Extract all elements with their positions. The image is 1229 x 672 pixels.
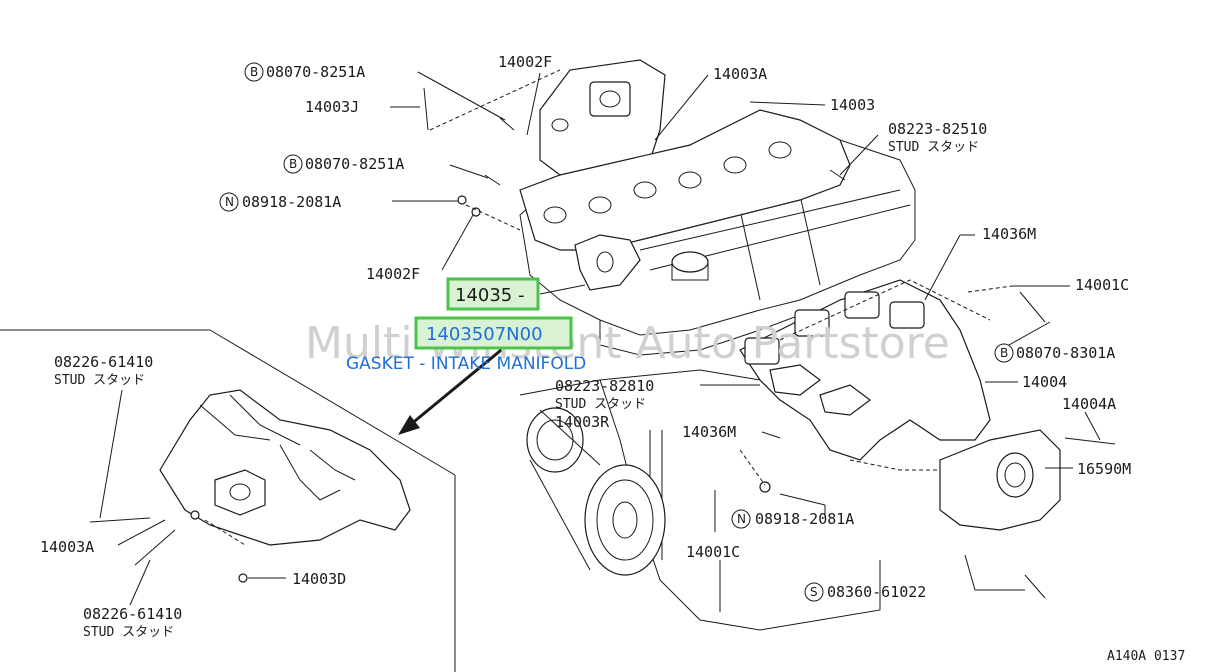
- callout-08918-2081A-top: 08918-2081A: [242, 193, 341, 211]
- callout-14004A: 14004A: [1062, 395, 1116, 413]
- callout-14003A-top: 14003A: [713, 65, 767, 83]
- figure-code: A140A 0137: [1107, 649, 1185, 664]
- callout-14002F-mid: 14002F: [366, 265, 420, 283]
- callout-14001C-bot: 14001C: [686, 543, 740, 561]
- callout-stud-4: STUD スタッド: [83, 625, 174, 640]
- callout-08223-82810: 08223-82810: [555, 377, 654, 395]
- callout-14003J: 14003J: [305, 98, 359, 116]
- cylinder-head-top: [519, 59, 851, 291]
- callout-08226-61410-top: 08226-61410: [54, 353, 153, 371]
- symbol-n-top: N: [225, 195, 234, 209]
- callout-08360-61022: 08360-61022: [827, 583, 926, 601]
- symbol-b-mid: B: [289, 157, 297, 171]
- callout-stud-1: STUD スタッド: [888, 140, 979, 155]
- callout-14003A-left: 14003A: [40, 538, 94, 556]
- fasteners: [89, 87, 1116, 599]
- callout-14003D: 14003D: [292, 570, 346, 588]
- ref-14035-box[interactable]: [446, 277, 540, 311]
- symbol-s: S: [810, 585, 818, 599]
- ref-14035-label: 14035 -: [455, 285, 524, 306]
- callout-stud-3: STUD スタッド: [54, 373, 145, 388]
- symbol-n-bot: N: [737, 512, 746, 526]
- callout-14003R: 14003R: [555, 413, 610, 431]
- intake-manifold-inset: [159, 389, 411, 546]
- callout-14003: 14003: [830, 96, 875, 114]
- part-number-box[interactable]: [414, 316, 573, 350]
- callout-14036M-mid: 14036M: [682, 423, 736, 441]
- callout-14004: 14004: [1022, 373, 1067, 391]
- callout-14001C-right: 14001C: [1075, 276, 1129, 294]
- symbol-b-top: B: [250, 65, 258, 79]
- callout-14036M-right: 14036M: [982, 225, 1036, 243]
- exhaust-manifold: [739, 279, 991, 471]
- callout-08223-82510: 08223-82510: [888, 120, 987, 138]
- callout-08918-2081A-bot: 08918-2081A: [755, 510, 854, 528]
- crank-pulley: [526, 407, 666, 576]
- callout-08070-8301A: 08070-8301A: [1016, 344, 1115, 362]
- heat-shield: [939, 429, 1061, 531]
- watermark: Multi Winstent Auto Partstore: [305, 318, 950, 369]
- callout-08070-8251A-mid: 08070-8251A: [305, 155, 404, 173]
- callout-stud-2: STUD スタッド: [555, 397, 646, 412]
- callout-08226-61410-bot: 08226-61410: [83, 605, 182, 623]
- callout-14002F-top: 14002F: [498, 53, 552, 71]
- callout-16590M: 16590M: [1077, 460, 1131, 478]
- highlight-group[interactable]: 14035 - 1403507N00 GASKET - INTAKE MANIF…: [346, 277, 586, 374]
- callout-labels: 08070-8251A 14003J 14002F 14003A 14003 0…: [40, 53, 1185, 664]
- inset-frame: [0, 329, 456, 672]
- callout-08070-8251A-top: 08070-8251A: [266, 63, 365, 81]
- part-number-link[interactable]: 1403507N00: [426, 324, 543, 345]
- symbol-b-right: B: [1000, 346, 1008, 360]
- circle-symbols: B B N B N S: [219, 62, 1014, 602]
- part-description: GASKET - INTAKE MANIFOLD: [346, 354, 586, 374]
